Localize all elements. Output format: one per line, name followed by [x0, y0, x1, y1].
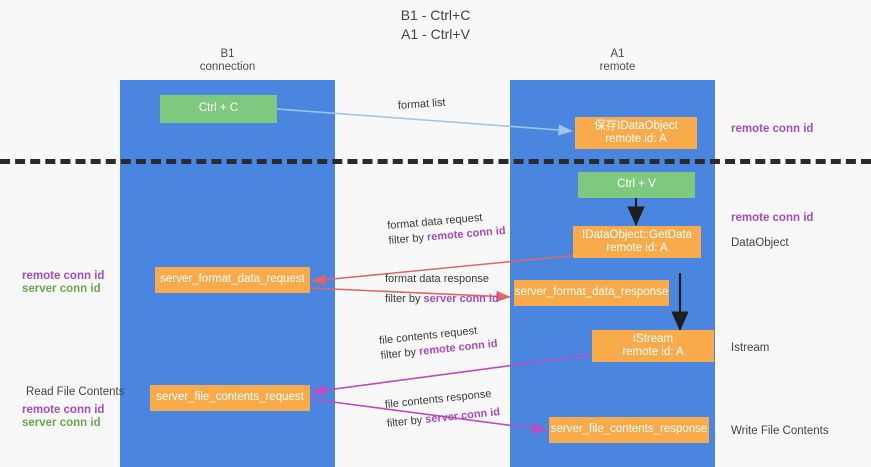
annotation-left-mid-remote-conn-id: remote conn id [22, 270, 105, 282]
column-a1-name: A1 [610, 48, 625, 60]
annotation-left-mid-server-conn-id: server conn id [22, 283, 101, 295]
edge-label-format-data-response-line2: filter by server conn id [385, 292, 499, 307]
annotation-left-bot-remote-conn-id: remote conn id [22, 404, 105, 416]
annotation-right-top-remote-conn-id: remote conn id [731, 123, 814, 135]
box-idataobject-getdata[interactable]: IDataObject::GetData remote id: A [573, 226, 701, 258]
box-save-idataobject[interactable]: 保存IDataObject remote id: A [575, 117, 697, 149]
filter-prefix-2: filter by [385, 293, 424, 305]
annotation-right-write-file-contents: Write File Contents [731, 425, 829, 437]
box-save-idataobject-line2: remote id: A [605, 133, 667, 145]
box-server-file-contents-response-label: server_file_contents_response [550, 423, 708, 436]
column-b1-role: connection [199, 61, 256, 73]
box-getdata-line2: remote id: A [606, 242, 668, 254]
box-istream[interactable]: IStream remote id: A [592, 330, 714, 362]
edge-label-format-data-response-line1: format data response [385, 273, 489, 285]
annotation-right-istream: Istream [731, 342, 770, 354]
edge-label-format-list-text: format list [397, 96, 446, 112]
phase-divider [0, 159, 871, 164]
title-line-1: B1 - Ctrl+C [400, 7, 471, 23]
annotation-right-mid-remote-conn-id: remote conn id [731, 212, 814, 224]
box-ctrl-v-label: Ctrl + V [617, 178, 656, 191]
filter-prefix-3: filter by [380, 345, 420, 362]
box-server-format-data-response[interactable]: server_format_data_response [514, 280, 669, 306]
annotation-left-read-file-contents: Read File Contents [26, 386, 125, 398]
filter-prefix-4: filter by [386, 413, 426, 430]
column-b1-name: B1 [220, 48, 235, 60]
annotation-left-bot-server-conn-id: server conn id [22, 417, 101, 429]
box-server-file-contents-response[interactable]: server_file_contents_response [549, 417, 709, 443]
box-getdata-line1: IDataObject::GetData [582, 228, 692, 241]
box-istream-line1: IStream [632, 332, 674, 345]
edge-label-format-list: format list [397, 96, 446, 114]
box-server-format-data-response-label: server_format_data_response [514, 286, 669, 299]
column-header-a1: A1 remote [540, 48, 695, 74]
box-server-file-contents-request-label: server_file_contents_request [156, 391, 304, 404]
title-line-2: A1 - Ctrl+V [401, 26, 470, 42]
box-server-file-contents-request[interactable]: server_file_contents_request [150, 385, 310, 411]
diagram-title: B1 - Ctrl+C A1 - Ctrl+V [0, 6, 871, 44]
filter-prefix: filter by [388, 231, 428, 247]
edge-label-format-data-request: format data request filter by remote con… [387, 209, 507, 249]
edge-label-file-contents-request: file contents request filter by remote c… [378, 322, 499, 364]
filter-id-server-conn-2: server conn id [424, 406, 501, 426]
box-server-format-data-request-label: server_format_data_request [160, 273, 305, 286]
column-header-b1: B1 connection [150, 48, 305, 74]
box-server-format-data-request[interactable]: server_format_data_request [155, 267, 310, 293]
filter-id-server-conn: server conn id [423, 293, 499, 305]
box-istream-line2: remote id: A [622, 346, 684, 358]
box-ctrl-v[interactable]: Ctrl + V [578, 172, 695, 198]
annotation-right-dataobject: DataObject [731, 237, 789, 249]
box-save-idataobject-line1: 保存IDataObject [594, 119, 678, 132]
box-ctrl-c-label: Ctrl + C [198, 102, 239, 115]
box-ctrl-c[interactable]: Ctrl + C [160, 95, 277, 123]
edge-label-file-contents-response: file contents response filter by server … [384, 386, 501, 432]
column-a1-role: remote [599, 61, 636, 73]
edge-label-format-data-response: format data response filter by server co… [385, 272, 499, 307]
